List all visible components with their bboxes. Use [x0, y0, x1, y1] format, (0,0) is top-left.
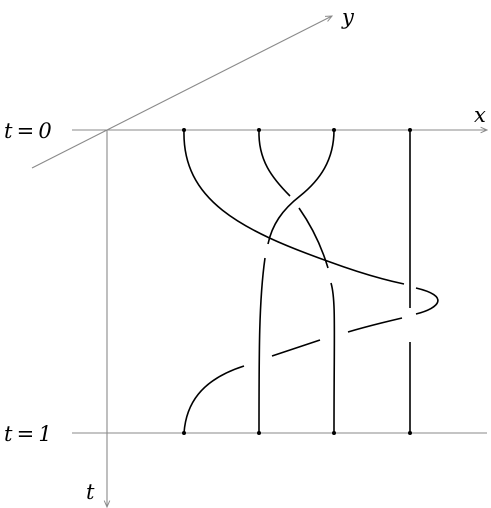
t0-label: t = 0	[4, 119, 52, 143]
x-axis-label: x	[474, 103, 486, 127]
strand-1-loop	[415, 287, 439, 315]
strand-1-back-b	[271, 339, 321, 357]
y-axis	[31, 16, 332, 169]
y-axis-label: y	[341, 5, 355, 29]
strand-2-middle	[298, 207, 329, 269]
bottom-point-4	[408, 431, 412, 435]
top-point-1	[182, 128, 186, 132]
bottom-point-3	[332, 431, 336, 435]
strand-1-back-a	[347, 317, 403, 333]
endpoints	[182, 128, 412, 435]
bottom-point-2	[257, 431, 261, 435]
t1-label: t = 1	[4, 422, 52, 446]
braid-strands	[183, 129, 439, 434]
axes	[31, 16, 487, 507]
strand-1-upper	[183, 129, 405, 285]
strand-3-lower	[258, 257, 266, 434]
strand-1-lower	[183, 365, 245, 434]
t-axis-label: t	[86, 480, 95, 504]
top-point-2	[257, 128, 261, 132]
strand-2-upper	[258, 129, 291, 197]
top-point-3	[332, 128, 336, 132]
strand-3-upper	[267, 129, 335, 245]
top-point-4	[408, 128, 412, 132]
strand-2-lower	[330, 282, 336, 434]
bottom-point-1	[182, 431, 186, 435]
